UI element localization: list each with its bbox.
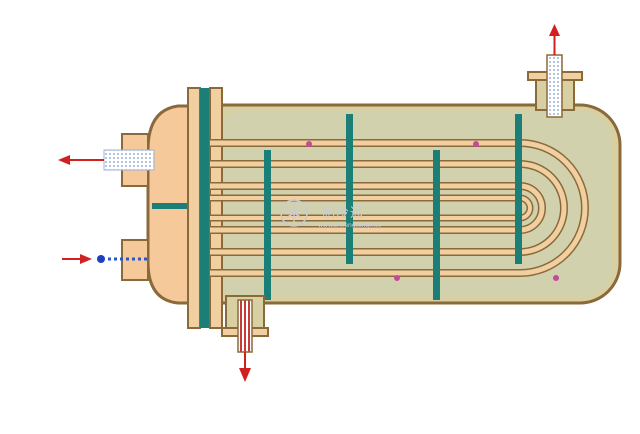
u-tube-outer [210,139,589,277]
arrow-up-icon [549,24,560,36]
arrow-right-icon [80,254,92,264]
shell-outlet-nozzle [527,24,583,118]
baffle-4 [515,114,522,264]
tube-inlet-nozzle [62,239,150,281]
baffle-3 [433,150,440,300]
tubesheet [200,88,210,328]
shell-inlet-nozzle [221,295,269,382]
arrow-down-icon [239,368,251,382]
u-tube-middle [210,160,568,256]
u-tube-inner-1 [210,182,546,234]
arrow-left-icon [58,155,70,165]
baffle-1 [264,150,271,300]
weld-markers [306,141,559,281]
flange-right [209,87,223,329]
flange-left [187,87,201,329]
baffle-2 [346,114,353,264]
snowflake-badge-icon [280,199,308,227]
tube-outlet-nozzle [58,133,155,187]
baffles [264,114,522,300]
